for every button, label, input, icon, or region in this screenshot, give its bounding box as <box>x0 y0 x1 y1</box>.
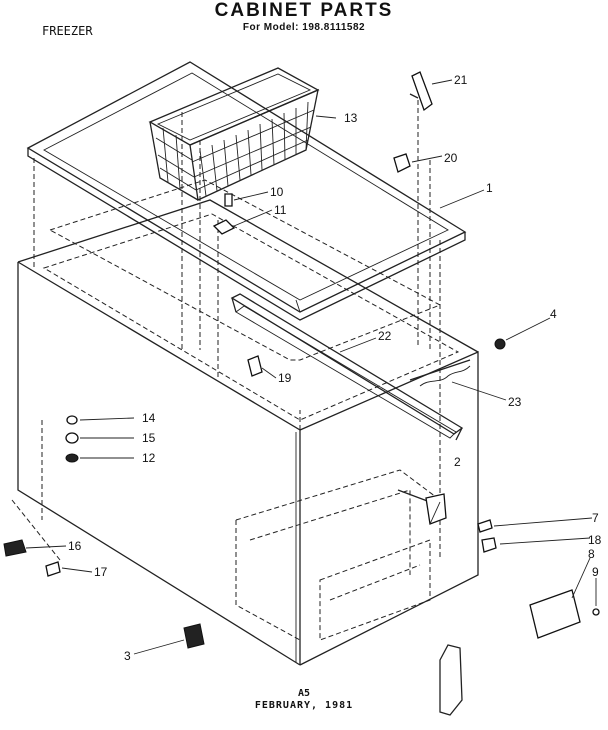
callout-1: 1 <box>486 181 493 195</box>
callout-20: 20 <box>444 151 458 165</box>
callout-3: 3 <box>124 649 131 663</box>
callout-15: 15 <box>142 431 156 445</box>
callout-23: 23 <box>508 395 522 409</box>
hinge-part-3 <box>183 623 205 649</box>
clip-part-19 <box>247 355 263 377</box>
callout-17: 17 <box>94 565 108 579</box>
screw-part-7 <box>477 519 493 533</box>
compressor-compartment <box>235 469 441 641</box>
callout-12: 12 <box>142 451 156 465</box>
plate-part-16 <box>3 539 27 557</box>
clip-part-18 <box>481 537 497 553</box>
clip-part-17 <box>45 561 61 577</box>
callout-4: 4 <box>550 307 557 321</box>
lid-liner-outline <box>48 179 442 361</box>
callout-7: 7 <box>592 511 599 525</box>
callout-11: 11 <box>274 203 287 217</box>
callout-16: 16 <box>68 539 82 553</box>
callout-18: 18 <box>588 533 602 547</box>
knob-part-4 <box>494 338 506 350</box>
diagram-title: CABINET PARTS <box>214 0 394 21</box>
screw-part-9 <box>592 608 600 616</box>
hinge-rail <box>230 293 464 441</box>
bracket-part-20 <box>393 153 411 173</box>
hinge-part-21 <box>409 71 433 112</box>
footer-code: A5 <box>297 688 311 699</box>
callout-22: 22 <box>378 329 392 343</box>
callout-leaders <box>25 79 597 655</box>
callout-2: 2 <box>454 455 461 469</box>
back-panel <box>409 359 471 387</box>
screw-part-10 <box>224 193 233 207</box>
callout-14: 14 <box>142 411 156 425</box>
callout-19: 19 <box>278 371 292 385</box>
thermostat-stack <box>65 415 79 463</box>
wire-basket <box>148 67 320 201</box>
callout-9: 9 <box>592 565 599 579</box>
model-number: For Model: 198.8111582 <box>242 22 366 33</box>
access-panel <box>439 644 463 716</box>
cabinet-body <box>17 199 479 666</box>
callout-21: 21 <box>454 73 468 87</box>
footer-date: FEBRUARY, 1981 <box>254 700 354 711</box>
callout-13: 13 <box>344 111 358 125</box>
latch-part-2 <box>397 489 447 525</box>
plate-part-11 <box>212 219 236 235</box>
callout-8: 8 <box>588 547 595 561</box>
lid-panel <box>26 61 467 321</box>
callout-10: 10 <box>270 185 284 199</box>
section-label: FREEZER <box>42 24 93 38</box>
grille-part-8 <box>529 589 581 639</box>
